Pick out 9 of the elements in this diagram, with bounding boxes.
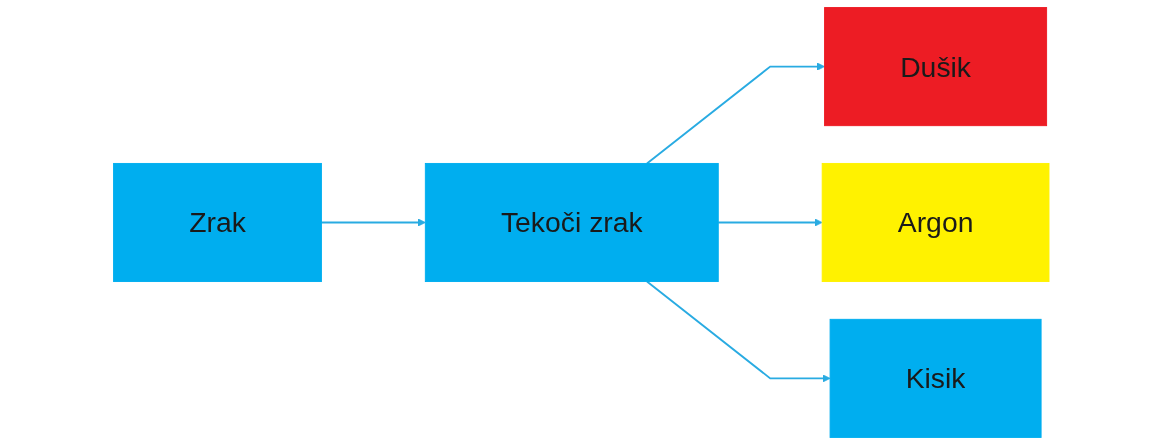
node-box: Dušik [823, 7, 1047, 127]
node-box: Kisik [829, 318, 1042, 438]
arrow [645, 280, 831, 383]
arrow [645, 62, 825, 165]
node-box: Tekoči zrak [424, 162, 719, 282]
arrow [717, 218, 823, 227]
node-box: Argon [821, 162, 1050, 282]
arrow [320, 218, 426, 227]
node-box: Zrak [112, 162, 322, 282]
